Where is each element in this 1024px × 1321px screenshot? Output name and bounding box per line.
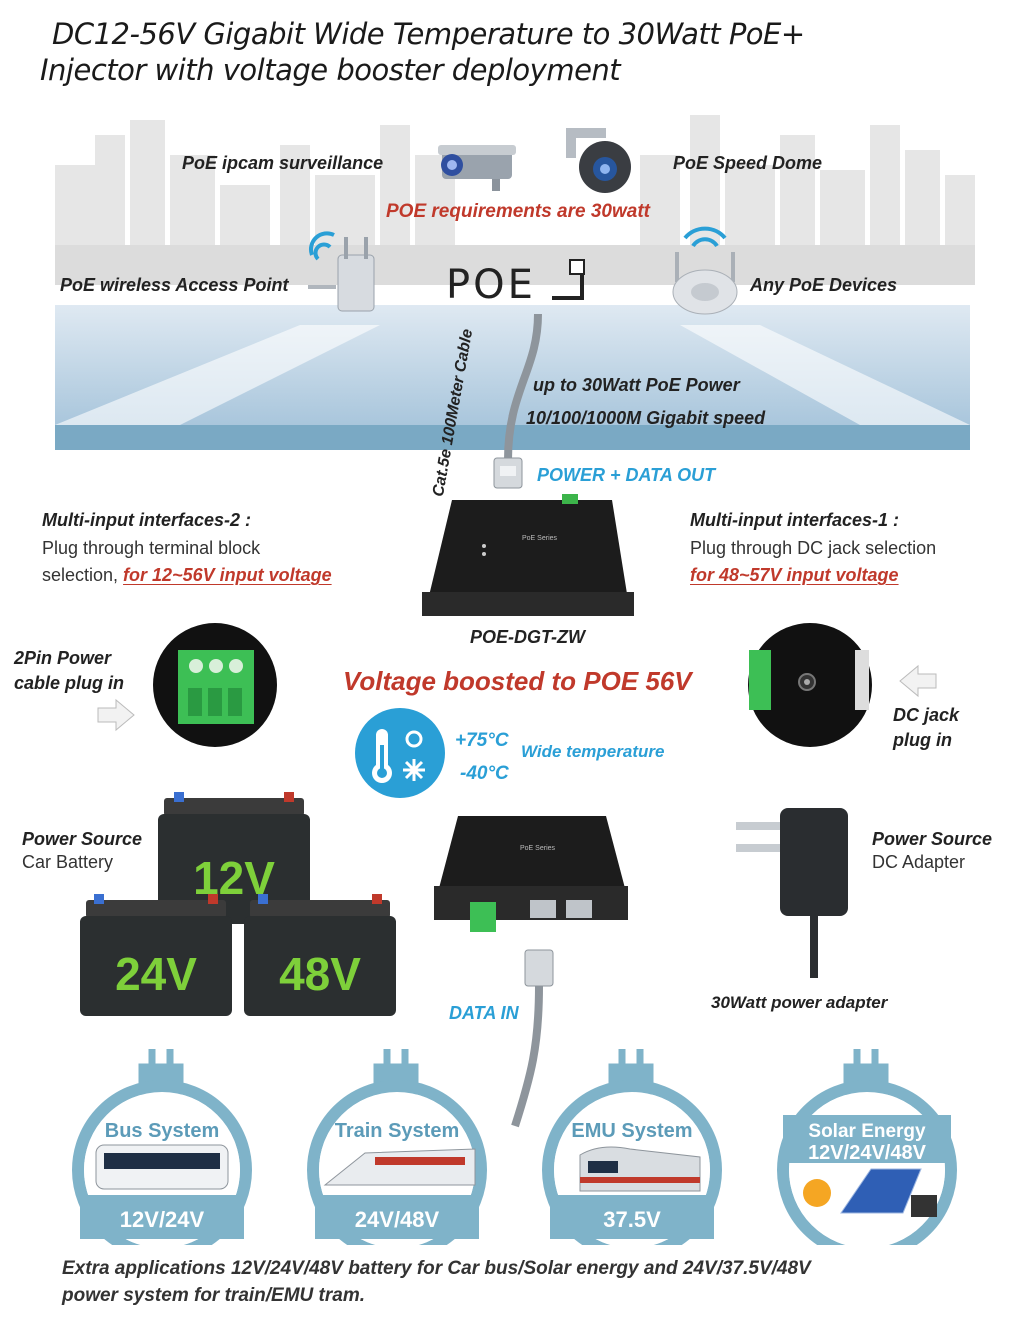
battery-48v-label: 48V [279, 948, 361, 1000]
poe-logo: POE [446, 262, 536, 308]
multi-input-1-voltage-link: for 48~57V input voltage [690, 565, 899, 585]
app-solar-voltage: 12V/24V/48V [808, 1142, 927, 1164]
dc-adapter-icon [736, 808, 848, 978]
title-line-1: DC12-56V Gigabit Wide Temperature to 30W… [52, 17, 805, 51]
arrow-right-icon [97, 698, 135, 732]
adapter-source-title: Power Source [872, 829, 993, 849]
multi-input-2-prefix: selection, [42, 565, 124, 585]
access-point-label: PoE wireless Access Point [60, 275, 289, 295]
battery-24v-label: 24V [115, 948, 197, 1000]
title-line-2: Injector with voltage booster deployment [40, 53, 621, 87]
dc-jack-label-2: plug in [893, 730, 952, 750]
battery-source-title: Power Source [22, 829, 143, 849]
app-bus-voltage: 12V/24V [120, 1207, 205, 1232]
power-capability-text: up to 30Watt PoE Power [533, 375, 740, 395]
poe-injector-front: PoE Series [422, 494, 634, 616]
thermometer-snowflake-icon [355, 708, 445, 798]
poe-injector-rear: PoE Series [434, 816, 628, 932]
app-bus-system: Bus System 12V/24V [72, 1049, 252, 1245]
multi-input-2-line-2: selection, for 12~56V input voltage [42, 565, 332, 586]
ip-camera-icon [438, 145, 516, 191]
app-train-voltage: 24V/48V [355, 1207, 440, 1232]
app-emu-title: EMU System [571, 1120, 692, 1142]
wide-temp-label: Wide temperature [521, 742, 665, 761]
pin-power-label-2: cable plug in [14, 673, 125, 693]
pin-power-label-1: 2Pin Power [14, 648, 112, 668]
app-bus-title: Bus System [105, 1120, 220, 1142]
adapter-source-sub: DC Adapter [872, 852, 966, 872]
battery-48v: 48V [244, 894, 396, 1016]
dc-jack-closeup [748, 623, 872, 747]
multi-input-1-title: Multi-input interfaces-1 : [690, 510, 900, 530]
speed-capability-text: 10/100/1000M Gigabit speed [526, 408, 766, 428]
footer-line-2: power system for train/EMU tram. [62, 1285, 366, 1306]
city-road-background [55, 115, 975, 450]
app-train-title: Train System [335, 1120, 460, 1142]
app-solar-energy: Solar Energy 12V/24V/48V [777, 1049, 957, 1245]
app-train-system: Train System 24V/48V [307, 1049, 487, 1245]
multi-input-2-title: Multi-input interfaces-2 : [42, 510, 252, 530]
injector-rear-brand-text: PoE Series [520, 845, 556, 852]
injector-brand-text: PoE Series [522, 535, 558, 542]
adapter-caption: 30Watt power adapter [711, 993, 888, 1012]
multi-input-1-line-1: Plug through DC jack selection [690, 538, 937, 558]
battery-24v: 24V [80, 894, 232, 1016]
model-label: POE-DGT-ZW [470, 627, 585, 647]
terminal-block-closeup [153, 623, 277, 747]
poe-device-router-icon [672, 226, 738, 315]
applications-row: Bus System 12V/24V Train System 24V/48V … [72, 1049, 957, 1245]
power-data-out-label: POWER + DATA OUT [537, 465, 716, 485]
multi-input-2-line-1: Plug through terminal block [42, 538, 261, 558]
temp-low-label: -40°C [460, 763, 509, 784]
voltage-boosted-label: Voltage boosted to POE 56V [343, 666, 692, 696]
wireless-access-point-icon [308, 231, 375, 312]
data-in-label: DATA IN [449, 1003, 519, 1023]
speed-dome-icon [566, 128, 631, 193]
poe-logo-plug-icon [552, 259, 585, 300]
ipcam-label: PoE ipcam surveillance [182, 153, 384, 173]
speed-dome-label: PoE Speed Dome [673, 153, 823, 173]
battery-source-sub: Car Battery [22, 852, 114, 872]
footer-line-1: Extra applications 12V/24V/48V battery f… [62, 1258, 811, 1279]
multi-input-2-voltage-link: for 12~56V input voltage [123, 565, 332, 585]
battery-group: 12V 24V 48V [80, 792, 396, 1016]
temp-high-label: +75°C [455, 730, 509, 751]
data-in-cable [511, 949, 554, 1128]
poe-requirement-label: POE requirements are 30watt [386, 201, 650, 222]
arrow-left-icon [899, 664, 937, 698]
app-solar-title: Solar Energy [808, 1121, 926, 1142]
app-emu-system: EMU System 37.5V [542, 1049, 722, 1245]
cat5e-cable-top [493, 313, 542, 489]
app-emu-voltage: 37.5V [603, 1207, 661, 1232]
any-poe-devices-label: Any PoE Devices [750, 275, 898, 295]
dc-jack-label-1: DC jack [893, 705, 960, 725]
